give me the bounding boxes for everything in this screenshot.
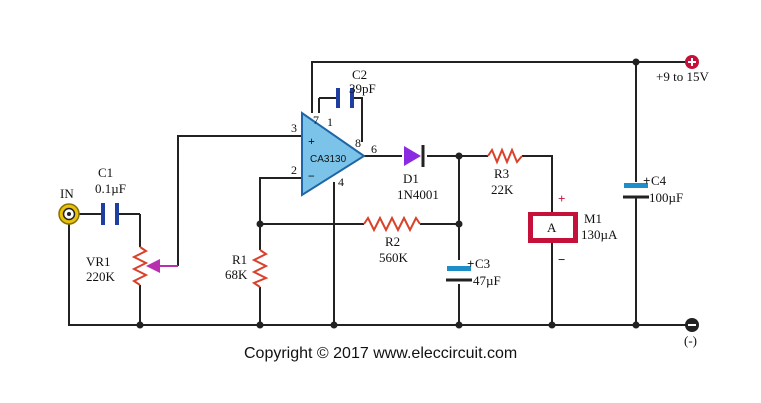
- wiper-arrow-icon: [146, 259, 160, 273]
- diode-d1: [404, 145, 425, 167]
- c1-value: 0.1µF: [95, 181, 126, 196]
- c4-value: 100µF: [649, 190, 683, 205]
- r3-name: R3: [494, 166, 509, 181]
- r1-value: 68K: [225, 267, 248, 282]
- junction-dot: [455, 152, 463, 160]
- c2-value: 39pF: [349, 81, 376, 96]
- junction-dot: [548, 321, 556, 329]
- c1-name: C1: [98, 165, 113, 180]
- noninverting-sign: +: [308, 134, 315, 148]
- copyright-text: Copyright © 2017 www.eleccircuit.com: [244, 345, 517, 362]
- capacitor-c2: [336, 88, 354, 108]
- pin-8-label: 8: [355, 136, 361, 150]
- c3-value: 47µF: [473, 273, 501, 288]
- r3-value: 22K: [491, 182, 514, 197]
- supply-negative-label: (-): [684, 333, 697, 348]
- input-label: IN: [60, 186, 74, 201]
- junction-dots: [136, 58, 640, 329]
- ammeter-m1: [528, 212, 578, 243]
- c4-polarity-plus: +: [643, 173, 650, 188]
- c3-polarity-plus: +: [467, 256, 474, 271]
- wires: [68, 61, 690, 326]
- d1-value: 1N4001: [397, 187, 439, 202]
- pin-4-label: 4: [338, 175, 344, 189]
- vr1-value: 220K: [86, 269, 116, 284]
- ic-name: CA3130: [310, 154, 347, 165]
- junction-dot: [330, 321, 338, 329]
- pin-6-label: 6: [371, 142, 377, 156]
- r2-name: R2: [385, 234, 400, 249]
- r2-value: 560K: [379, 250, 409, 265]
- m1-value: 130µA: [581, 227, 618, 242]
- resistor-r3: [487, 147, 523, 165]
- meter-plus-sign: +: [558, 191, 565, 206]
- c3-name: C3: [475, 256, 490, 271]
- junction-dot: [256, 220, 264, 228]
- c4-name: C4: [651, 173, 667, 188]
- inverting-sign: −: [308, 169, 315, 183]
- junction-dot: [455, 220, 463, 228]
- junction-dot: [455, 321, 463, 329]
- vr1-name: VR1: [86, 254, 111, 269]
- resistor-r2: [363, 215, 421, 233]
- pin-1-label: 1: [327, 115, 333, 129]
- c2-name: C2: [352, 67, 367, 82]
- opamp-ca3130: [301, 111, 366, 197]
- junction-dot: [136, 321, 144, 329]
- pin-7-label: 7: [313, 113, 319, 127]
- potentiometer-vr1: [131, 246, 178, 286]
- d1-name: D1: [403, 171, 419, 186]
- junction-dot: [256, 321, 264, 329]
- resistor-r1: [251, 249, 269, 288]
- junction-dot: [632, 58, 640, 66]
- r1-name: R1: [232, 252, 247, 267]
- m1-name: M1: [584, 211, 602, 226]
- pin-2-label: 2: [291, 163, 297, 177]
- positive-terminal: [685, 55, 699, 69]
- input-jack: [58, 203, 80, 225]
- supply-positive-label: +9 to 15V: [656, 69, 709, 84]
- pin-3-label: 3: [291, 121, 297, 135]
- junction-dot: [632, 321, 640, 329]
- negative-terminal: [685, 318, 699, 332]
- capacitor-c3: [446, 266, 472, 282]
- capacitor-c1: [101, 203, 119, 225]
- meter-minus-sign: −: [558, 252, 565, 267]
- meter-symbol: A: [547, 220, 557, 235]
- capacitor-c4: [623, 183, 649, 199]
